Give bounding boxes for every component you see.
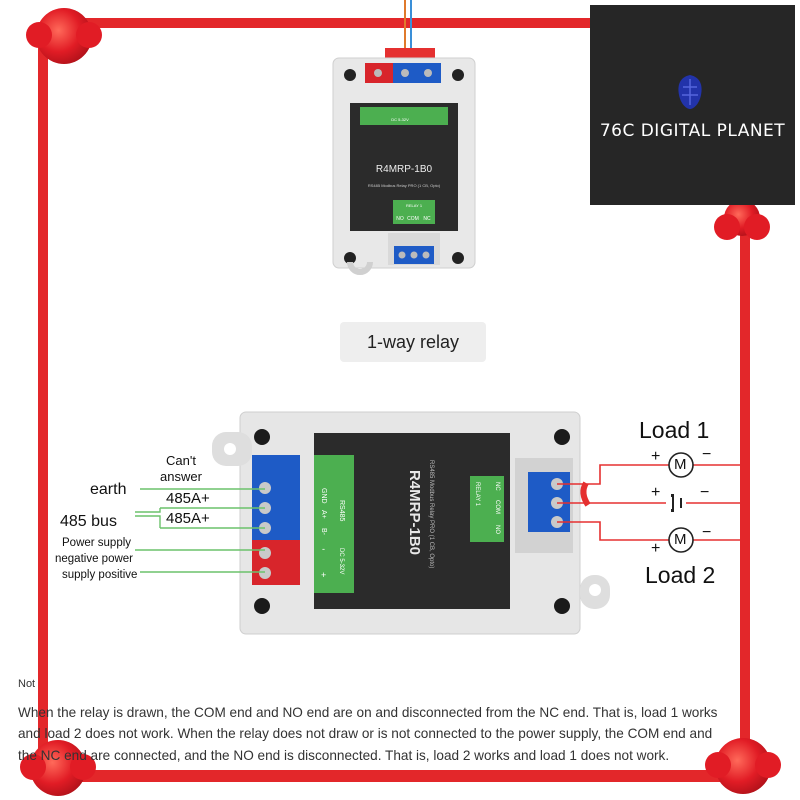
main-pin-plus: + [321,570,326,580]
main-pin-a-plus: A+ [320,510,327,519]
top-device-subtitle: RS485 Modbus Relay PRO (1 CB, Opto) [368,183,441,188]
relay-type-tag: 1-way relay [340,322,486,362]
note-line-3: the NC end are connected, and the NO end… [18,748,670,763]
battery-plus: + [651,484,661,501]
motor-1-symbol: M [674,456,687,473]
label-485a-plus-2: 485A+ [166,510,210,527]
brand-watermark: 76C DIGITAL PLANET [590,5,795,205]
label-power-supply: Power supply [62,537,132,549]
flower-right-edge [714,200,770,240]
load-2-minus: − [702,524,712,541]
load-1-minus: − [702,446,712,463]
label-load-1: Load 1 [639,417,710,443]
label-negative-power: negative power [55,553,133,565]
corner-flower-bottom-left [20,740,96,796]
top-device-model: R4MRP-1B0 [376,164,433,175]
note-heading: Not [18,678,36,690]
main-device-model: R4MRP-1B0 [406,470,423,555]
main-device-subtitle: RS485 Modbus Relay PRO (1 CB, Opto) [428,460,434,568]
main-pin-gnd: GND [320,488,327,504]
main-relay-pin-nc: NC [494,482,500,491]
load-2-plus: + [651,540,661,557]
top-device-pin-com: COM [407,216,419,222]
main-power-label: DC 5-32V [338,548,344,574]
frame-bottom [38,770,753,782]
motor-load-1 [668,452,694,478]
top-relay-device: R4MRP-1B0 RS485 Modbus Relay PRO (1 CB, … [332,0,476,275]
load-1-plus: + [651,448,661,465]
main-pin-b-minus: B- [320,528,327,536]
label-485-bus: 485 bus [60,513,117,530]
note-line-2: and load 2 does not work. When the relay… [18,726,713,741]
label-load-2: Load 2 [645,562,716,588]
battery-symbol [666,494,686,512]
main-relay-label: RELAY 1 [474,482,480,507]
battery-minus: − [700,484,710,501]
main-rs485-label: RS485 [338,500,345,522]
label-cant-answer: Can't answer [160,453,202,484]
label-earth: earth [90,481,127,498]
label-supply-positive: supply positive [62,569,138,581]
top-device-pin-nc: NC [423,216,431,222]
note-line-1: When the relay is drawn, the COM end and… [18,705,718,720]
frame-top [45,18,615,28]
top-device-pin-no: NO [396,216,404,222]
motor-2-symbol: M [674,531,687,548]
main-pin-minus: - [322,544,325,554]
motor-load-2 [668,527,694,553]
main-relay-device: GND A+ B- - + RS485 DC 5-32V R4MRP-1B0 R… [212,411,610,635]
frame-right [740,200,750,775]
top-device-power-label: DC 5-32V [391,117,409,122]
left-wiring [135,488,265,573]
brand-name: 76C DIGITAL PLANET [599,121,786,141]
main-relay-pin-com: COM [494,500,500,514]
top-device-relay-label: RELAY 1 [406,203,423,208]
right-wiring [557,464,740,541]
corner-flower-top-left [26,8,102,64]
frame-left [38,25,48,775]
planet-logo-icon [678,75,702,109]
label-485a-plus-1: 485A+ [166,490,210,507]
main-relay-pin-no: NO [494,525,500,534]
corner-flower-bottom-right [705,738,781,794]
